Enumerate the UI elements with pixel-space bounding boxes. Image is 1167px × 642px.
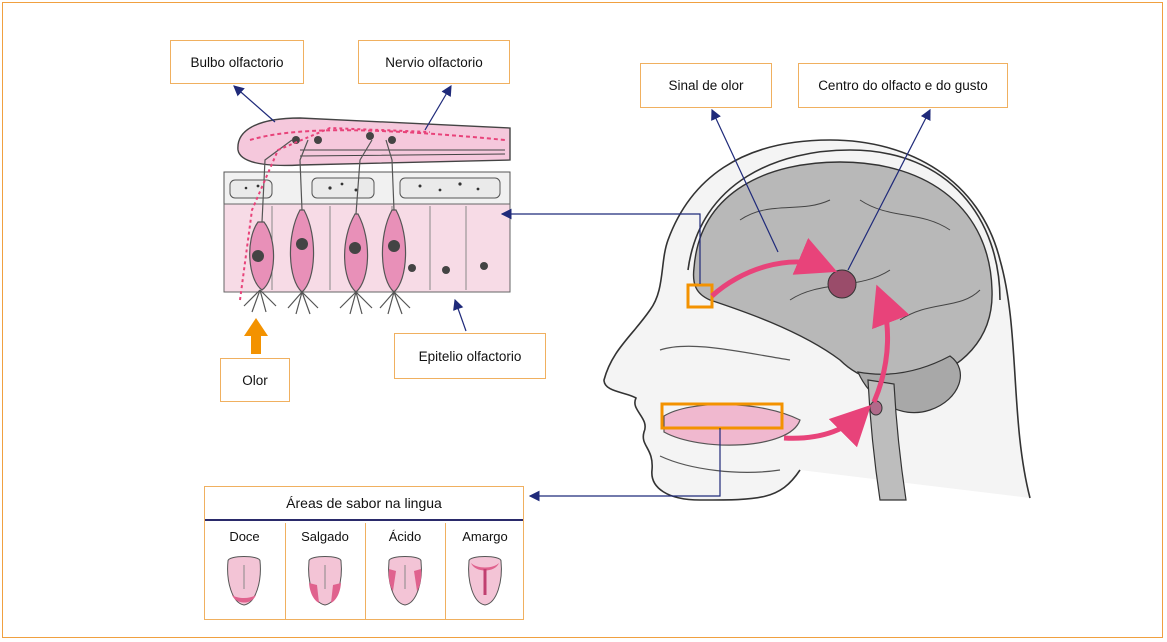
taste-cell-salty: Salgado [285, 523, 364, 619]
label-centro-olfacto-gusto: Centro do olfacto e do gusto [798, 63, 1008, 108]
taste-name: Ácido [366, 529, 444, 544]
pointer-nervio [425, 86, 451, 130]
label-sinal-de-olor: Sinal de olor [640, 63, 772, 108]
odor-arrow [244, 318, 268, 354]
tongue-salty-icon [305, 555, 345, 607]
tongue-bitter-icon [465, 555, 505, 607]
label-nervio-olfactorio: Nervio olfactorio [358, 40, 510, 84]
pointer-epitelio [455, 300, 466, 331]
olfactory-inset [224, 118, 510, 314]
pointer-bulbo [234, 86, 275, 122]
olfaction-taste-center [828, 270, 856, 298]
label-olor: Olor [220, 358, 290, 402]
label-bulbo-olfactorio: Bulbo olfactorio [170, 40, 304, 84]
taste-areas-table: Áreas de sabor na lingua Doce Salgado Ác… [204, 486, 524, 620]
taste-cell-sour: Ácido [365, 523, 444, 619]
label-epitelio-olfactorio: Epitelio olfactorio [394, 333, 546, 379]
taste-cell-bitter: Amargo [445, 523, 524, 619]
taste-name: Salgado [286, 529, 364, 544]
taste-name: Doce [205, 529, 284, 544]
olfactory-bulb [238, 118, 510, 165]
taste-table-title: Áreas de sabor na lingua [205, 487, 523, 521]
tongue-sour-icon [385, 555, 425, 607]
taste-name: Amargo [446, 529, 524, 544]
head-illustration [604, 140, 1030, 500]
taste-cell-sweet: Doce [205, 523, 284, 619]
tongue-sweet-icon [224, 555, 264, 607]
